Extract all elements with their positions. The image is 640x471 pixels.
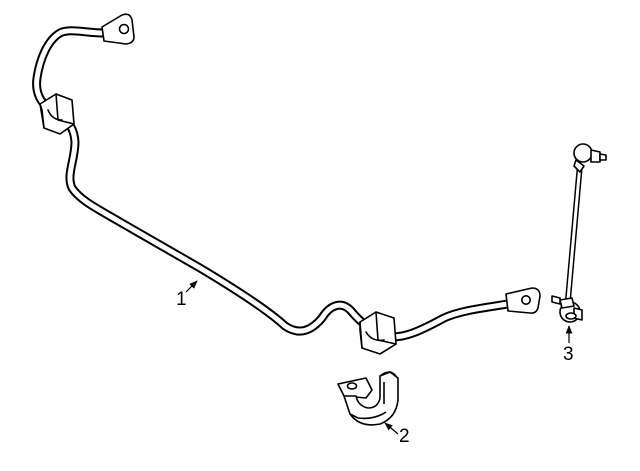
callout-1-label: 1 xyxy=(176,289,187,310)
stabilizer-bar-icon xyxy=(32,13,541,355)
bushing-icon xyxy=(337,371,399,426)
stabilizer-link-icon xyxy=(551,143,607,323)
callout-1-arrow xyxy=(185,280,198,293)
callout-3-label: 3 xyxy=(563,344,574,365)
callout-2-arrow xyxy=(384,422,399,435)
callout-2-label: 2 xyxy=(399,426,410,447)
